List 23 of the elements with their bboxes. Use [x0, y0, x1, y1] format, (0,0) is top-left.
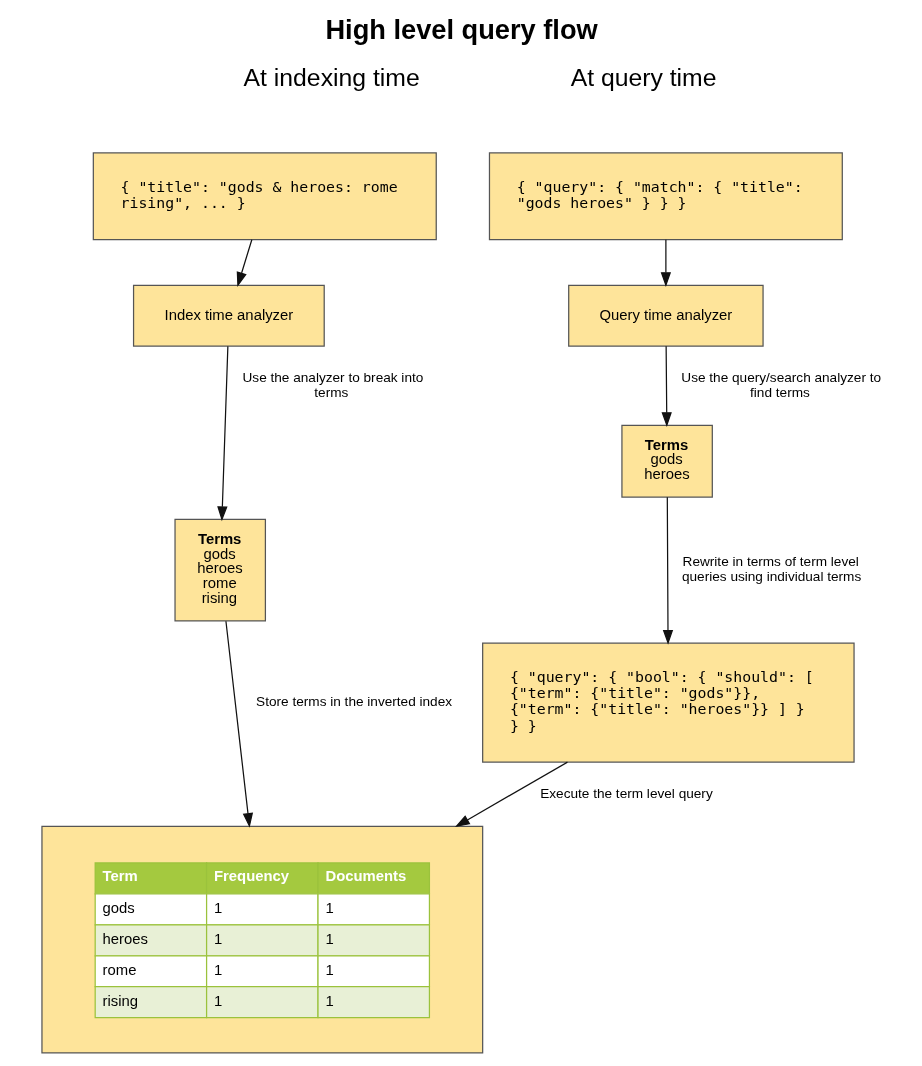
arrow	[236, 239, 253, 287]
arrow	[455, 761, 569, 828]
node-box: Term Frequency Documents gods 1 1 heroes 1 1 rome 1 1 rising 1 1	[41, 825, 484, 1054]
arrow	[662, 496, 674, 645]
node-box: Terms gods heroes	[621, 424, 713, 498]
edge-label: Rewrite in terms of term level queries using individual terms	[681, 554, 862, 585]
node-box: { "title": "gods & heroes: rome rising", ... }	[92, 152, 437, 241]
arrow	[660, 239, 672, 288]
arrow	[217, 345, 229, 522]
node-box: { "query": { "match": { "title": "gods heroes" } } }	[488, 152, 843, 241]
edge-label: Use the query/search analyzer to find terms	[681, 369, 882, 400]
edge-label: Store terms in the inverted index	[256, 694, 453, 710]
node-box: Terms gods heroes rome rising	[174, 518, 266, 622]
node-box: Index time analyzer	[132, 284, 325, 347]
label: At indexing time	[243, 64, 420, 92]
edge-label: Execute the term level query	[540, 785, 713, 801]
node-box: { "query": { "bool": { "should": [ {"term": {"title": "gods"}}, {"term": {"title": "heroes"}} ] } } }	[482, 642, 855, 763]
label: At query time	[570, 64, 717, 92]
node-box: Query time analyzer	[568, 284, 764, 347]
diagram-title: High level query flow	[325, 13, 598, 45]
arrow	[661, 345, 672, 428]
arrow	[225, 620, 254, 828]
edge-label: Use the analyzer to break into terms	[242, 369, 424, 400]
